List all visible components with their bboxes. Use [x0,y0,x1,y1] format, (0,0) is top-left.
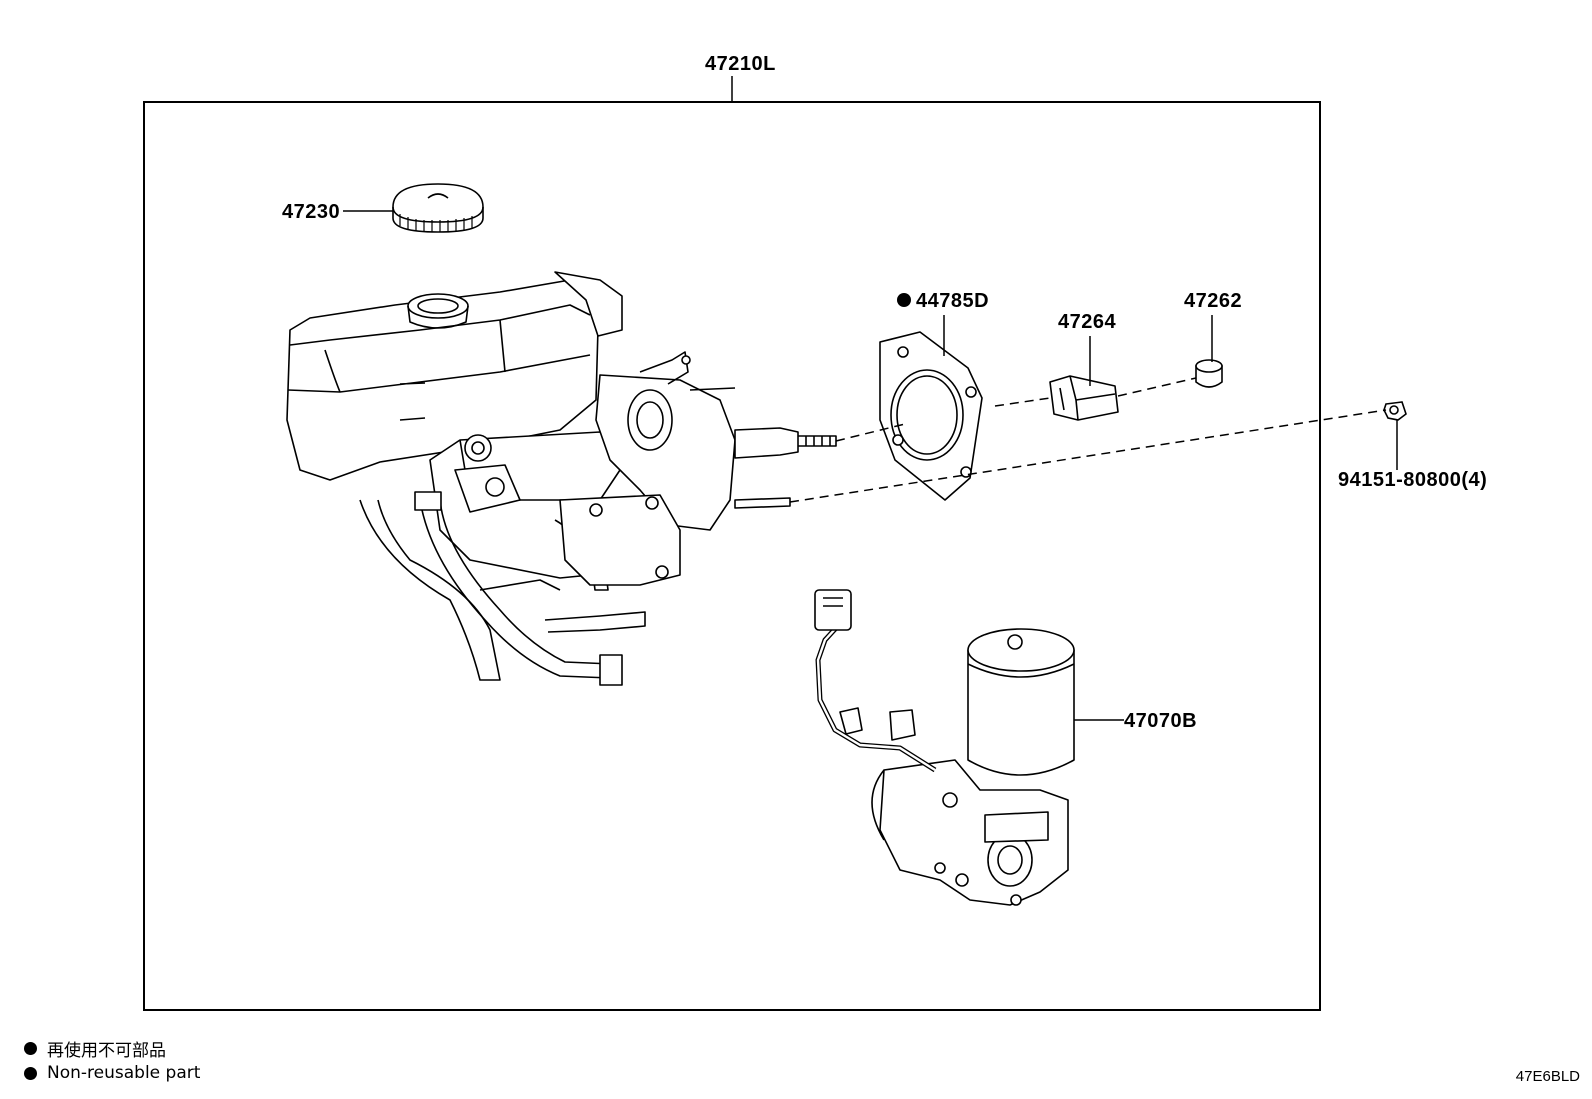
assembly-frame [143,101,1321,1011]
assembly-part-number: 47210L [705,53,776,75]
nut-part-number: 94151-80800(4) [1338,469,1487,491]
gasket-drawing [879,331,983,501]
legend-text-jp: 再使用不可部品 [47,1041,166,1061]
bushing-drawing [1195,359,1223,388]
pump-motor-part-number: 47070B [1124,710,1197,732]
gasket-part-number: 44785D [916,290,989,312]
bracket-part-number: 47264 [1058,311,1116,333]
pump-motor-drawing [814,589,1075,906]
legend-text-en: Non-reusable part [47,1063,201,1083]
bullet-icon [24,1042,37,1055]
bullet-icon [24,1066,37,1080]
master-cylinder-assembly-drawing [286,271,837,686]
legend-item-jp: 再使用不可部品 [24,1036,166,1061]
nut-drawing [1383,401,1407,421]
bushing-part-number: 47262 [1184,290,1242,312]
reservoir-cap-drawing [392,183,484,233]
bracket-drawing [1049,375,1119,421]
reservoir-cap-part-number: 47230 [282,201,340,223]
legend-item-en: Non-reusable part [24,1063,200,1083]
alignment-lines [789,377,1387,503]
illustration-code: 47E6BLD [1515,1068,1580,1085]
non-reusable-dot-gasket [897,293,911,307]
